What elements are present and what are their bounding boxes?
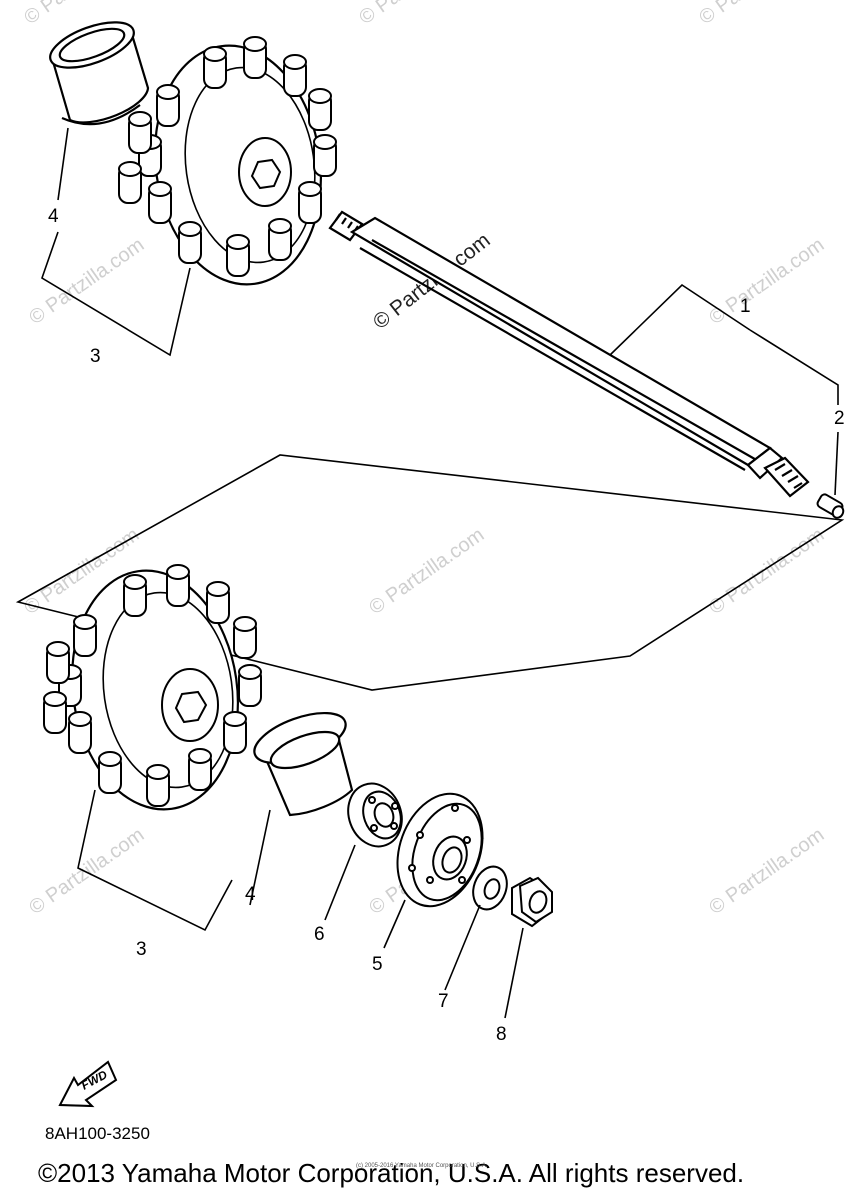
- callout-8: 8: [496, 1024, 507, 1045]
- callout-3-top: 3: [90, 346, 101, 367]
- watermark-text: © Partzilla.com: [705, 234, 828, 329]
- callouts: 1 2 3 4 3 4 5 6 7 8: [48, 206, 845, 1045]
- bearing-flange: [396, 792, 484, 908]
- watermark-text: © Partzilla.com: [365, 524, 488, 619]
- callout-2: 2: [834, 408, 845, 429]
- watermark-text: © Partzilla.com: [705, 524, 828, 619]
- spacer-ring-top: [49, 21, 150, 126]
- watermark-text: © Partzilla.com: [355, 0, 478, 29]
- sprocket-bottom: [43, 564, 262, 811]
- washer: [472, 865, 508, 911]
- copyright-footer: ©2013 Yamaha Motor Corporation, U.S.A. A…: [38, 1158, 745, 1188]
- bearing: [347, 782, 403, 848]
- drive-shaft: [328, 210, 810, 498]
- assembly-frame: [15, 454, 845, 691]
- part-code: 8AH100-3250: [45, 1124, 150, 1143]
- shaft-pin: [816, 493, 845, 519]
- callout-4-bottom: 4: [245, 884, 256, 905]
- callout-3-bottom: 3: [136, 939, 147, 960]
- callout-5: 5: [372, 954, 383, 975]
- small-print: (c) 2005-2016 Yamaha Motor Corporation, …: [356, 1163, 488, 1169]
- leader-lines-bottom: [77, 789, 524, 1019]
- watermark-text: © Partzilla.com: [25, 234, 148, 329]
- callout-1: 1: [740, 296, 751, 317]
- leader-lines-top: [41, 127, 839, 496]
- spacer-ring-bottom: [253, 711, 354, 817]
- nut: [511, 876, 553, 928]
- watermark-text: © Partzilla.com: [695, 0, 818, 29]
- sprocket-top: [118, 36, 337, 286]
- fwd-arrow-icon: FWD: [58, 1060, 118, 1108]
- callout-4-top: 4: [48, 206, 59, 227]
- watermark-text: © Partzilla.com: [705, 824, 828, 919]
- callout-6: 6: [314, 924, 325, 945]
- callout-7: 7: [438, 991, 449, 1012]
